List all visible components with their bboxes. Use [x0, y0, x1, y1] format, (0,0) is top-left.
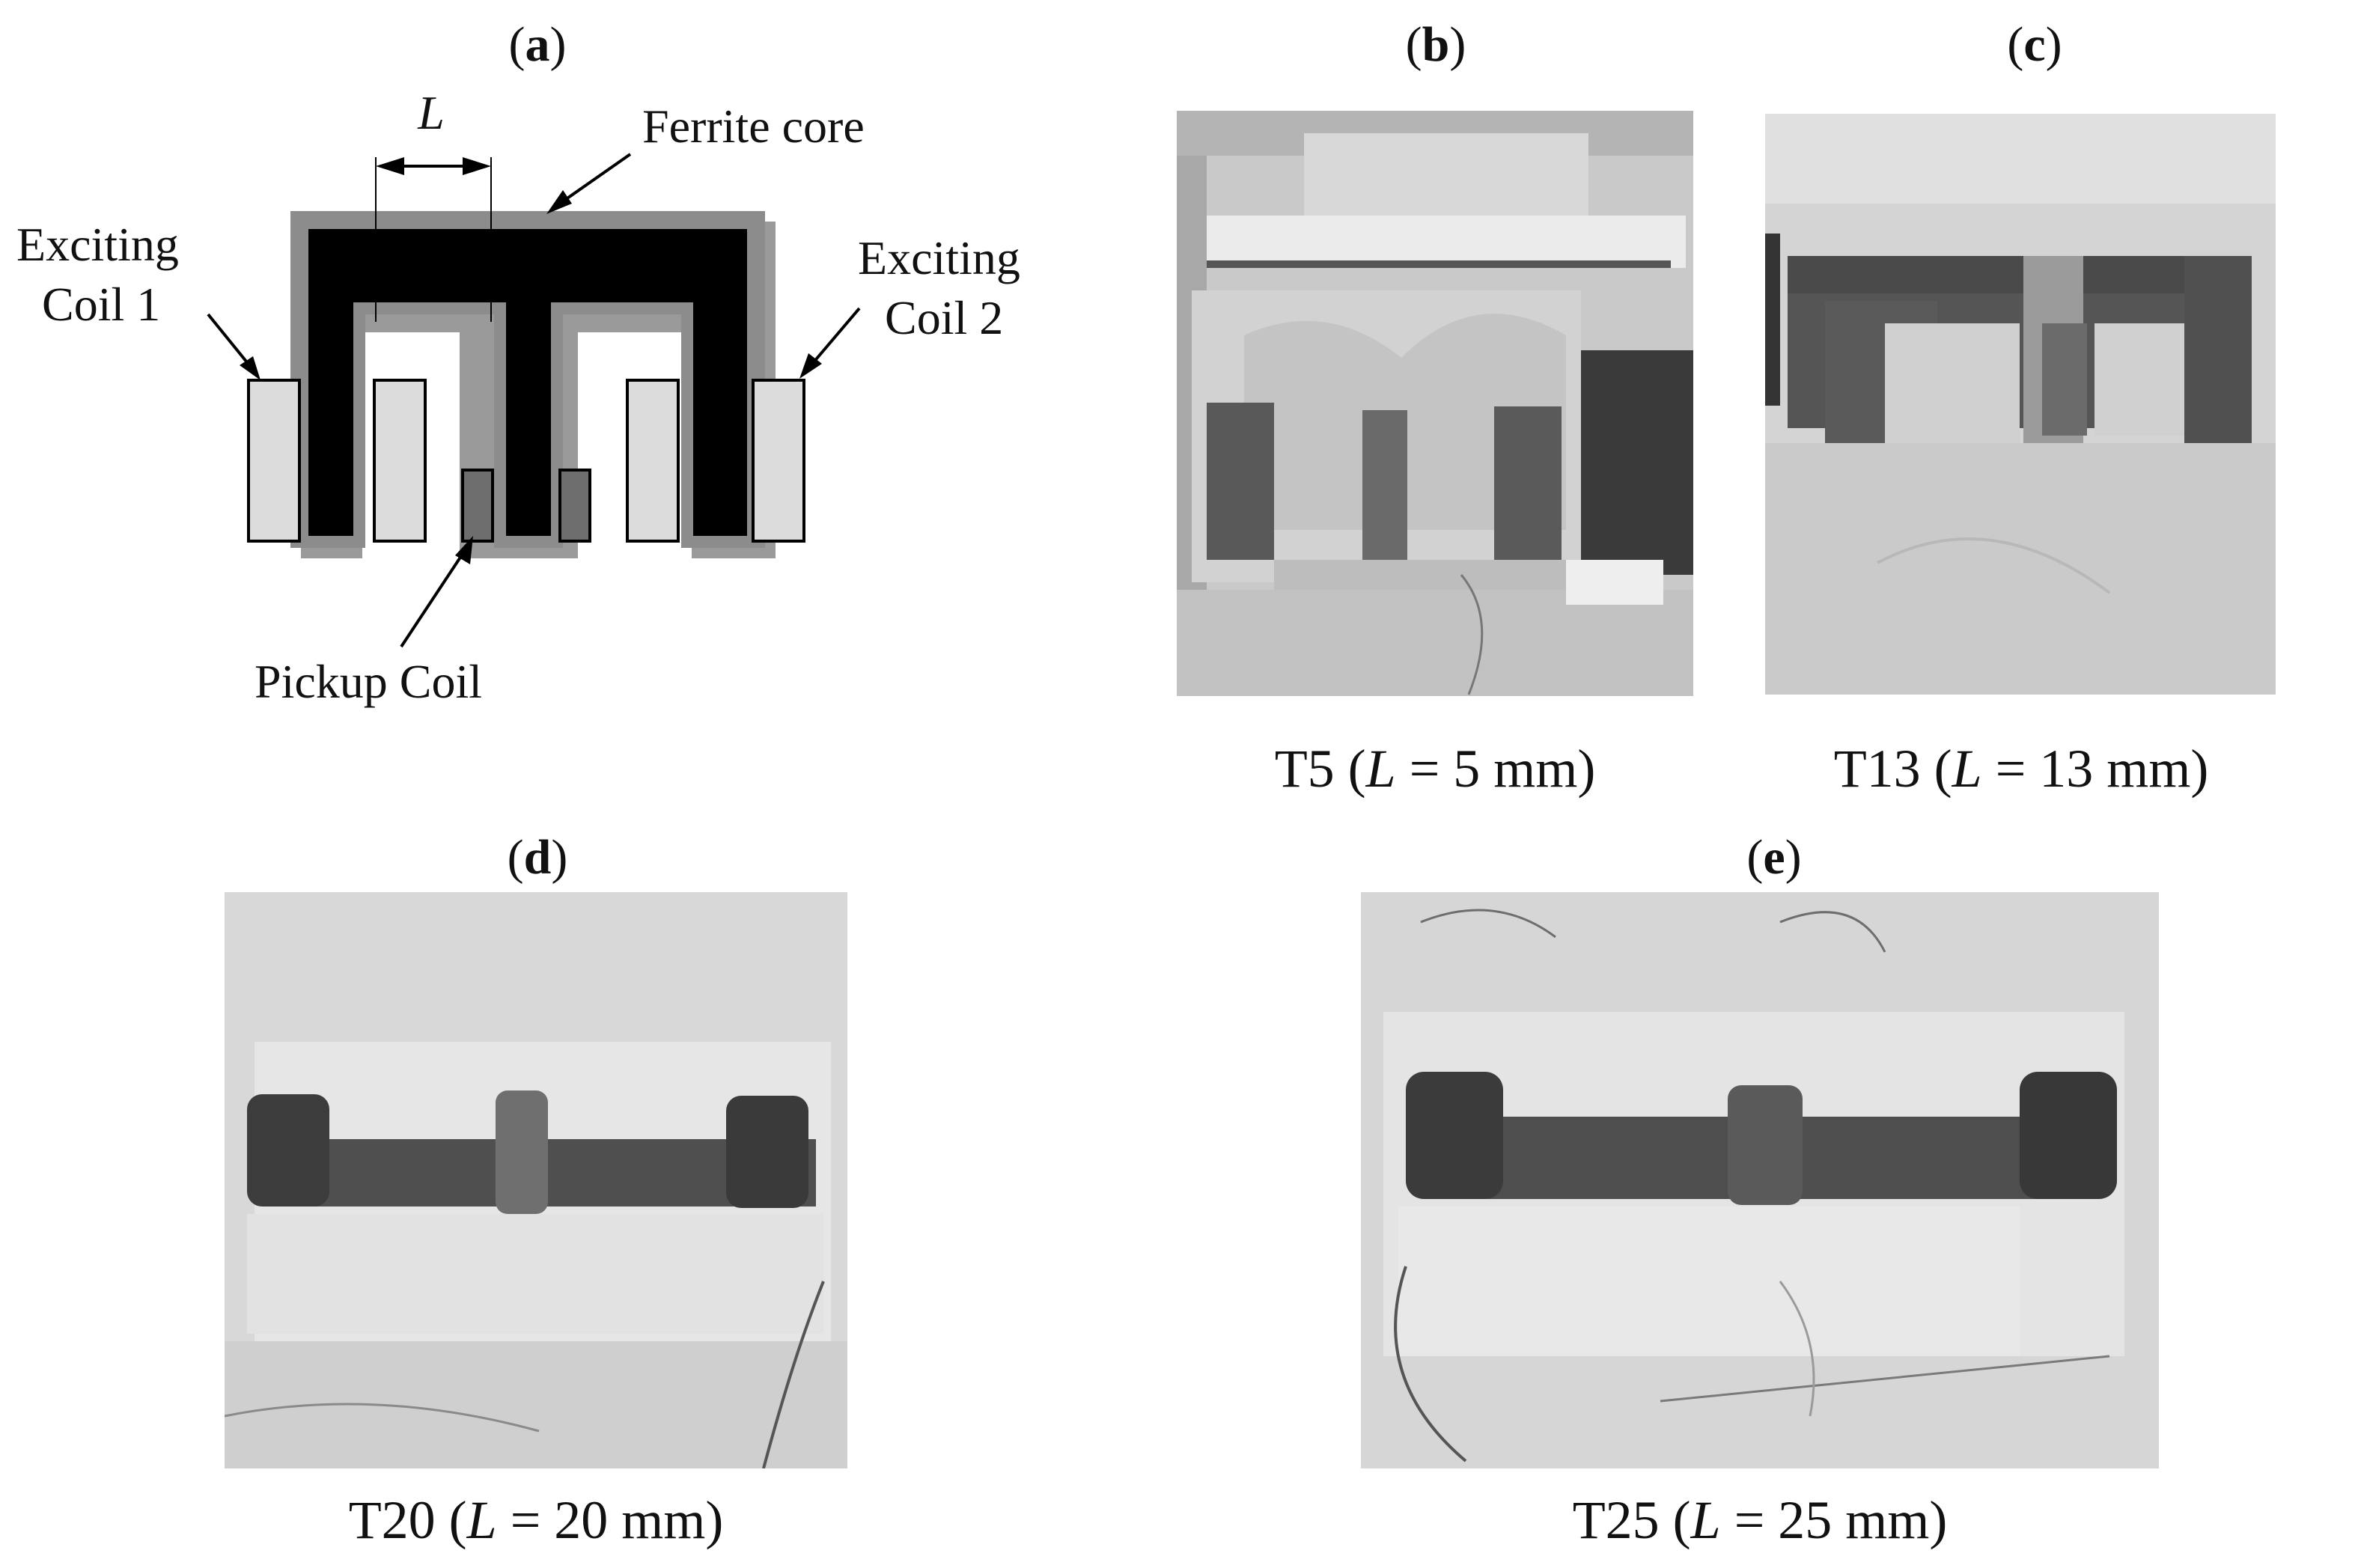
length-symbol: L — [417, 86, 445, 139]
exciting-coil-1-outer — [247, 379, 301, 543]
photo-t5-sensor — [1177, 111, 1693, 696]
panel-label-e: (e) — [1746, 830, 1802, 885]
caption-t25-value: = 25 mm) — [1720, 1490, 1948, 1550]
caption-t25-symbol: L — [1690, 1490, 1721, 1550]
photo-t13-sensor — [1765, 114, 2276, 695]
exciting-coil-1-leader — [207, 313, 255, 371]
caption-t13-symbol: L — [1952, 739, 1982, 799]
ferrite-core-inner — [308, 229, 747, 536]
caption-t20-symbol: L — [466, 1490, 497, 1550]
caption-t13: T13 (L = 13 mm) — [1833, 739, 2209, 799]
panel-label-b: (b) — [1405, 17, 1466, 72]
panel-label-c: (c) — [2007, 17, 2062, 72]
caption-t5: T5 (L = 5 mm) — [1274, 739, 1596, 799]
caption-t5-value: = 5 mm) — [1395, 739, 1596, 799]
panel-label-d: (d) — [507, 830, 568, 885]
exciting-coil-2-label-line2: Coil 2 — [885, 291, 1003, 344]
exciting-coil-2-inner — [626, 379, 680, 543]
dimension-arrowhead-right — [463, 157, 491, 175]
caption-t13-value: = 13 mm) — [1981, 739, 2209, 799]
caption-t25-name: T25 — [1572, 1490, 1660, 1550]
caption-t20-value: = 20 mm) — [496, 1490, 724, 1550]
exciting-coil-1-label-line1: Exciting — [16, 218, 179, 271]
caption-t25: T25 (L = 25 mm) — [1572, 1490, 1948, 1550]
caption-t5-symbol: L — [1365, 739, 1396, 799]
pickup-coil-left — [461, 469, 494, 543]
ferrite-core-leader-head — [546, 190, 572, 214]
pickup-coil-label: Pickup Coil — [255, 655, 482, 708]
pickup-coil-leader — [400, 548, 467, 648]
caption-t20-name: T20 — [348, 1490, 436, 1550]
ferrite-core-label: Ferrite core — [642, 100, 865, 153]
sensor-schematic: L Ferrite core Exciting Coil 1 Exciting … — [16, 86, 1020, 708]
exciting-coil-1-inner — [373, 379, 427, 543]
caption-t13-name: T13 — [1833, 739, 1921, 799]
exciting-coil-2-leader — [807, 307, 861, 370]
caption-t5-name: T5 — [1274, 739, 1335, 799]
exciting-coil-2-leader-head — [799, 353, 822, 379]
photo-t20-sensor — [225, 892, 847, 1468]
exciting-coil-2-label-line1: Exciting — [858, 231, 1020, 284]
pickup-coil-leader-head — [455, 536, 473, 564]
dimension-arrowhead-left — [376, 157, 404, 175]
caption-t20: T20 (L = 20 mm) — [348, 1490, 724, 1550]
exciting-coil-1-leader-head — [240, 356, 261, 380]
panel-label-a: (a) — [508, 17, 567, 72]
exciting-coil-1-label-line2: Coil 1 — [42, 278, 160, 331]
exciting-coil-2-outer — [752, 379, 805, 543]
pickup-coil-right — [558, 469, 591, 543]
photo-t25-sensor — [1361, 892, 2159, 1468]
